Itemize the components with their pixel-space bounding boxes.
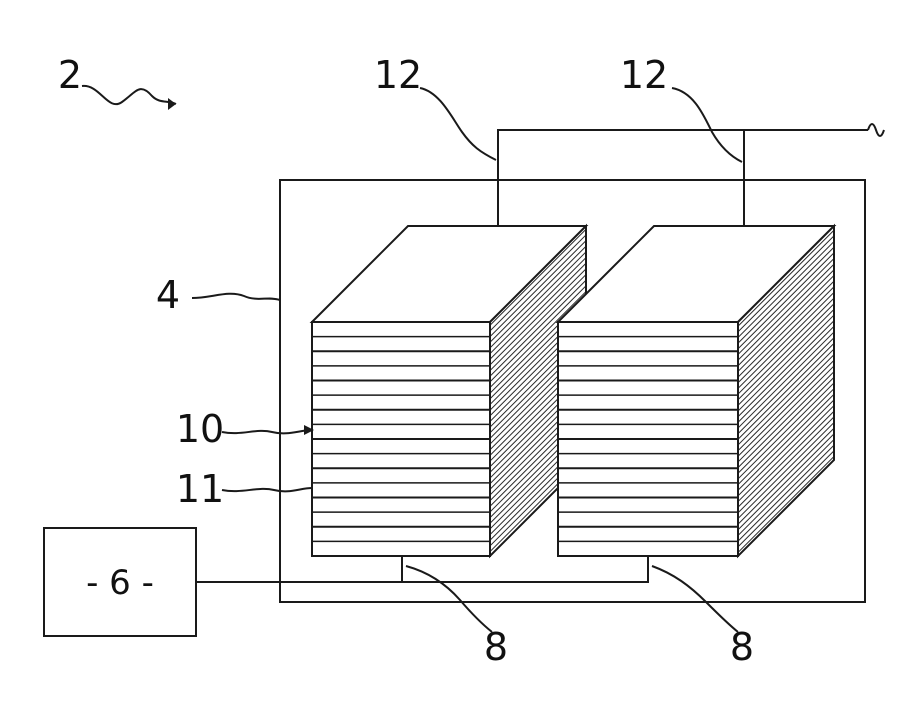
label-connector-left: 12 [374, 53, 422, 97]
control-wire [196, 556, 648, 582]
leader-enclosure [192, 294, 280, 300]
leader-system-arrow [168, 98, 176, 110]
label-base-right: 8 [730, 625, 754, 669]
leader-base-left [406, 566, 492, 632]
leader-layer-a [222, 430, 312, 433]
leader-layer-b [222, 488, 312, 491]
leader-connector-right [672, 88, 742, 162]
leader-base-right [652, 566, 738, 632]
battery-stack-right [558, 226, 834, 556]
control-unit-label: - 6 - [86, 563, 154, 603]
label-system: 2 [58, 53, 82, 97]
label-layer-b: 11 [176, 467, 224, 511]
leader-connector-left [420, 88, 496, 160]
battery-stack-left [312, 226, 586, 556]
label-connector-right: 12 [620, 53, 668, 97]
terminal-wire-left [498, 130, 868, 226]
leader-system [82, 86, 176, 104]
label-base-left: 8 [484, 625, 508, 669]
label-layer-a: 10 [176, 407, 224, 451]
wire-break-symbol [868, 124, 884, 136]
label-enclosure: 4 [156, 273, 180, 317]
